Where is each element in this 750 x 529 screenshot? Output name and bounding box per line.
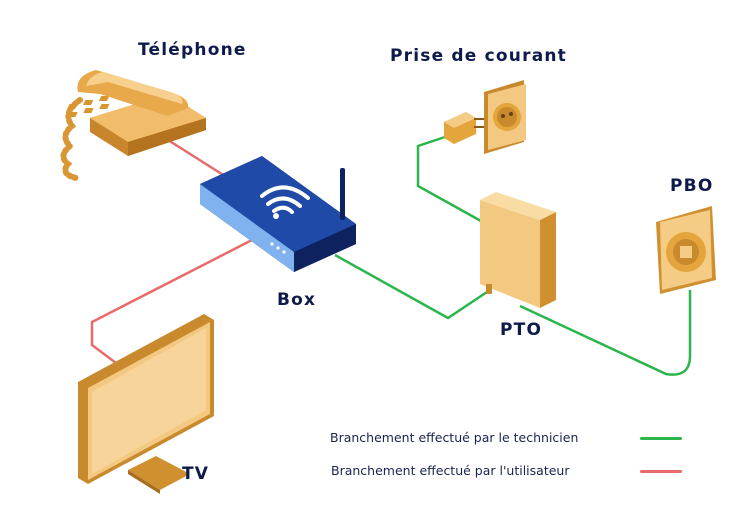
label-telephone: Téléphone — [138, 40, 247, 60]
tv-icon — [78, 314, 214, 494]
label-pto: PTO — [500, 320, 543, 340]
power-socket-icon — [484, 80, 526, 154]
pbo-icon — [656, 206, 716, 294]
label-tv: TV — [182, 464, 210, 484]
legend-utilisateur-line — [640, 470, 682, 473]
cable-box-tv — [90, 238, 253, 373]
pto-icon — [480, 192, 556, 308]
plug-icon — [444, 112, 484, 144]
box-router-icon — [200, 156, 356, 272]
legend-utilisateur-text: Branchement effectué par l'utilisateur — [331, 463, 570, 478]
cables — [90, 134, 692, 376]
cable-plug-pto — [416, 134, 491, 228]
legend-technicien-text: Branchement effectué par le technicien — [330, 430, 579, 445]
cable-pto-pbo — [519, 290, 692, 376]
telephone-icon — [60, 70, 206, 181]
cable-telephone-box — [167, 138, 229, 180]
label-prise-de-courant: Prise de courant — [390, 46, 567, 66]
label-pbo: PBO — [670, 176, 714, 196]
cable-box-pto — [334, 253, 491, 320]
legend-technicien-line — [640, 437, 682, 440]
label-box: Box — [277, 290, 317, 310]
